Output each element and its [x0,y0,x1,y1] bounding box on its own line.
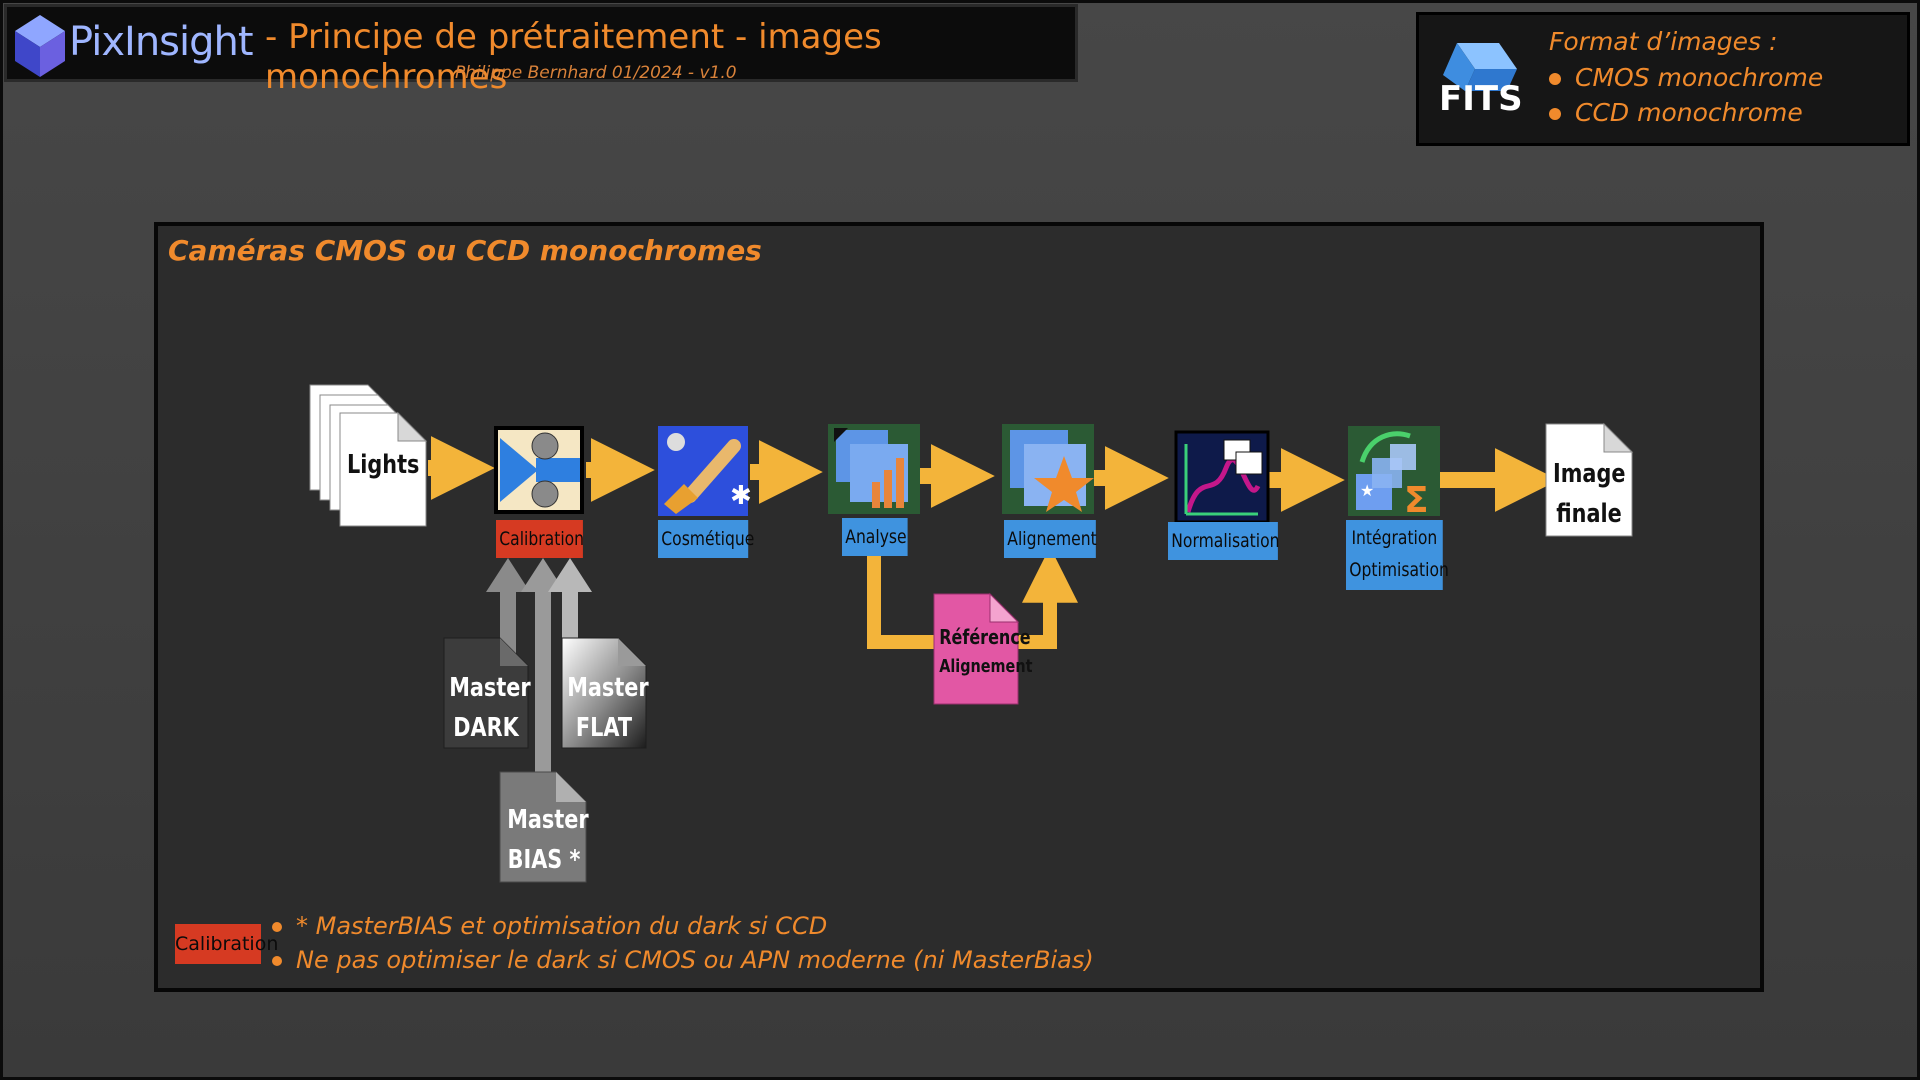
master-flat-line2: FLAT [575,713,633,743]
master-bias-line1: Master [507,805,589,835]
svg-text:✱: ✱ [730,481,752,511]
analysis-icon [828,424,920,514]
master-dark-line1: Master [449,673,531,703]
reference-loop [867,546,1078,649]
master-dark-label: Master DARK [449,668,531,748]
panel-title: Caméras CMOS ou CCD monochromes [168,234,762,267]
title-bar: PixInsight - Principe de prétraitement -… [4,4,1078,97]
normalisation-icon [1174,430,1270,524]
image-finale-line1: Image [1553,459,1626,489]
cosmetic-icon: ✱ [658,426,752,516]
integration-icon: Σ ★ [1348,426,1440,521]
calibration-icon [494,426,584,514]
master-flat-label: Master FLAT [567,668,649,748]
pixinsight-cube-icon [15,15,65,77]
fits-icon [1443,43,1517,91]
lights-document-stack [309,384,428,527]
format-title: Format d’images : [1549,27,1778,56]
master-flat-line1: Master [567,673,649,703]
format-box: FITS Format d’images : CMOS monochrome C… [1416,12,1910,146]
flow-arrows [428,436,1559,512]
master-bias-document [499,771,587,883]
brand-name: PixInsight [69,19,254,65]
svg-text:★: ★ [1360,481,1374,500]
master-arrows [486,558,592,772]
master-bias-line2: BIAS * [507,845,581,875]
cosmetique-label: Cosmétique [658,520,754,558]
image-finale-label: Image finale [1553,454,1625,534]
fits-badge-text: FITS [1439,79,1523,119]
reference-line1: Référence [939,625,1031,649]
image-finale-document [1545,422,1634,537]
legend-note: * MasterBIAS et optimisation du dark si … [272,912,1094,946]
integration-label-line1: Intégration [1351,527,1438,549]
image-finale-line2: finale [1556,499,1622,529]
master-flat-document [561,637,647,749]
integration-label: Intégration Optimisation [1346,520,1449,590]
legend-calibration-badge: Calibration [175,924,278,964]
lights-label: Lights [347,450,420,480]
legend-note: Ne pas optimiser le dark si CMOS ou APN … [272,946,1094,980]
master-bias-label: Master BIAS * [507,800,589,880]
reference-document [933,592,1020,705]
format-item: CMOS monochrome [1549,63,1823,98]
author-credit: Philippe Bernhard 01/2024 - v1.0 [455,63,737,83]
alignment-icon [1002,424,1094,514]
master-dark-line2: DARK [453,713,519,743]
normalisation-label: Normalisation [1168,522,1279,560]
master-dark-document [443,637,529,749]
alignement-label: Alignement [1004,520,1097,558]
calibration-label: Calibration [496,520,584,558]
svg-text:Σ: Σ [1404,480,1429,521]
format-list: CMOS monochrome CCD monochrome [1549,63,1823,133]
legend-notes: * MasterBIAS et optimisation du dark si … [272,912,1094,980]
page-title: - Principe de prétraitement - images mon… [265,17,882,97]
reference-line2: Alignement [939,656,1033,677]
reference-label: Référence Alignement [939,622,1033,682]
format-item: CCD monochrome [1549,98,1823,133]
analyse-label: Analyse [842,518,908,556]
integration-label-line2: Optimisation [1349,559,1449,581]
